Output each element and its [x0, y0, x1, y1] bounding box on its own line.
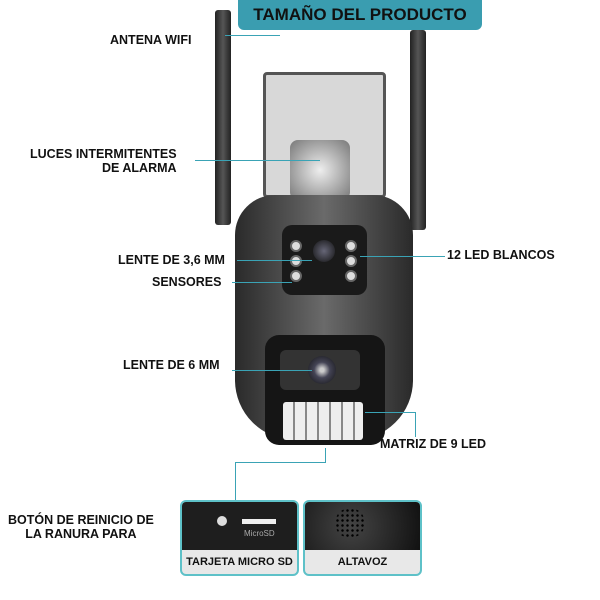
page-title: TAMAÑO DEL PRODUCTO — [238, 0, 482, 30]
led-matrix — [283, 402, 363, 440]
card-micro-sd: MicroSD TARJETA MICRO SD — [180, 500, 299, 576]
sd-slot-image: MicroSD — [182, 502, 297, 550]
label-lens-6: LENTE DE 6 MM — [123, 358, 220, 372]
label-lens-36: LENTE DE 3,6 MM — [118, 253, 225, 267]
card-caption: TARJETA MICRO SD — [186, 556, 293, 568]
card-speaker: ALTAVOZ — [303, 500, 422, 576]
label-led-matrix: MATRIZ DE 9 LED — [380, 437, 487, 451]
alarm-light — [290, 140, 350, 200]
label-line: LA RANURA PARA — [25, 527, 137, 541]
label-line: DE ALARMA — [102, 161, 177, 175]
label-sensors: SENSORES — [152, 275, 222, 289]
card-caption: ALTAVOZ — [337, 556, 388, 568]
speaker-grille-icon — [335, 508, 365, 538]
reset-button-icon — [217, 516, 227, 526]
lens-36-icon — [313, 240, 335, 262]
label-12-leds: 12 LED BLANCOS — [447, 248, 555, 262]
lens-6-icon — [308, 356, 336, 384]
sd-slot-icon — [242, 519, 276, 524]
slot-text: MicroSD — [244, 529, 275, 538]
label-line: LUCES INTERMITENTES — [30, 147, 177, 161]
speaker-image — [305, 502, 420, 550]
left-antenna — [215, 10, 231, 225]
label-line: BOTÓN DE REINICIO DE — [8, 513, 154, 527]
right-antenna — [410, 30, 426, 230]
label-antenna: ANTENA WIFI — [110, 33, 192, 47]
